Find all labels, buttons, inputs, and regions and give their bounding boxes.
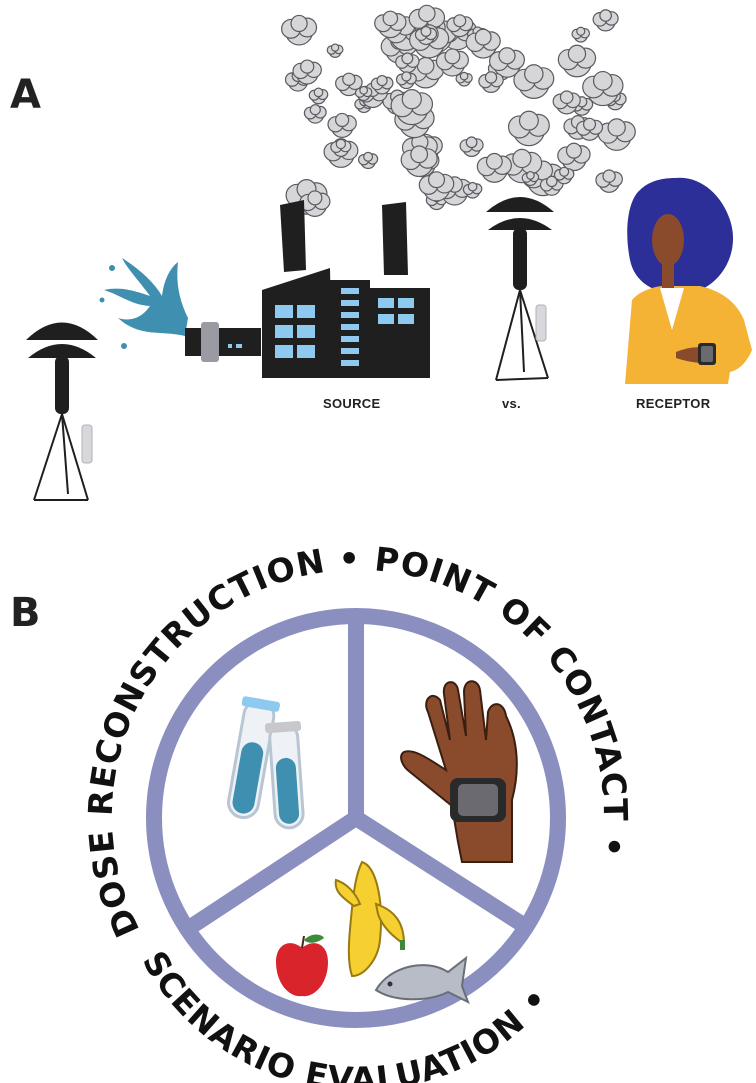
apple-icon — [276, 934, 328, 997]
water-spray-icon — [99, 258, 188, 349]
panel-a-letter: A — [10, 72, 41, 118]
smoke-icon — [281, 4, 636, 217]
panel-b-letter: B — [10, 590, 41, 636]
receptor-label: RECEPTOR — [636, 396, 711, 411]
test-tubes-icon — [227, 696, 305, 830]
banana-icon — [334, 860, 406, 978]
vs-label: vs. — [502, 396, 521, 411]
hand-watch-icon — [400, 680, 518, 863]
air-monitor-icon — [486, 197, 554, 381]
source-label: SOURCE — [323, 396, 381, 411]
factory-icon — [262, 200, 430, 378]
fish-icon — [374, 955, 470, 1005]
woman-icon — [625, 177, 752, 384]
air-monitor-icon — [26, 322, 98, 501]
discharge-pipe-icon — [185, 322, 261, 362]
